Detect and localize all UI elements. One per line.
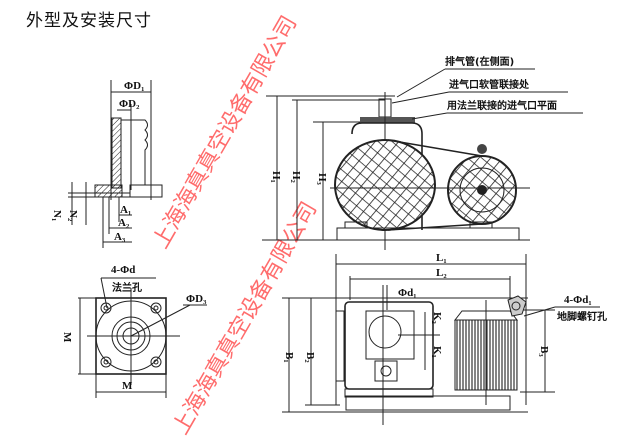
label-phi-d2: ΦD₂ (119, 98, 140, 110)
label-m-vertical: M (61, 332, 73, 343)
callout-hose-connection: 进气口软管联接处 (449, 78, 530, 91)
flange-bolt-holes (100, 302, 162, 368)
label-a1: A₁ (120, 204, 131, 216)
label-h3: H₃ (316, 173, 328, 186)
label-l1: L₁ (436, 252, 447, 264)
callout-exhaust-pipe: 排气管(在侧面) (445, 55, 514, 68)
watermark-2: 上海海真真空设备有限公司 (169, 198, 323, 438)
belt-guard (334, 139, 517, 231)
label-h2: H₂ (290, 171, 302, 184)
label-a2: A₂ (118, 217, 130, 229)
label-b3: B₃ (538, 346, 550, 357)
label-foot-holes-note: 地脚螺钉孔 (557, 310, 607, 323)
label-flange-holes: 4-Φd (111, 264, 135, 276)
label-phi-d3: ΦD₃ (186, 293, 207, 305)
inlet-side-view: ΦD₁ ΦD₂ N₁ N₂ A₁ A₂ A₃ (51, 80, 163, 248)
pump-plan-view: L₁ L₂ B₁ B₂ B₃ Φd₁ K₂ K₁ (282, 252, 607, 425)
label-a3: A₃ (114, 231, 126, 243)
label-b1: B₁ (283, 352, 295, 363)
motor (453, 300, 519, 405)
label-foot-holes: 4-Φd₁ (564, 294, 592, 306)
label-flange-holes-note: 法兰孔 (112, 281, 142, 294)
label-phi-d1-inlet: Φd₁ (398, 287, 417, 299)
label-n1: N₁ (51, 210, 63, 221)
callout-flange-inlet-plane: 用法兰联接的进气口平面 (446, 99, 557, 112)
label-k2: K₂ (431, 312, 443, 325)
watermark-1: 上海海真真空设备有限公司 (149, 12, 303, 253)
pump-front-view: H₁ H₂ H₃ 排气管(在侧面) 进气口软管联接处 用法兰联接的进气口平面 (262, 55, 583, 250)
label-b2: B₂ (304, 352, 316, 363)
label-m-horizontal: M (122, 380, 133, 392)
label-l2: L₂ (436, 267, 447, 279)
label-k1: K₁ (431, 346, 443, 358)
flange-top-view: 4-Φd 法兰孔 ΦD₃ M M (61, 264, 207, 398)
label-h1: H₁ (270, 171, 282, 183)
label-n2: N₂ (67, 210, 79, 222)
label-phi-d1: ΦD₁ (124, 80, 144, 92)
page-title: 外型及安装尺寸 (26, 11, 152, 31)
